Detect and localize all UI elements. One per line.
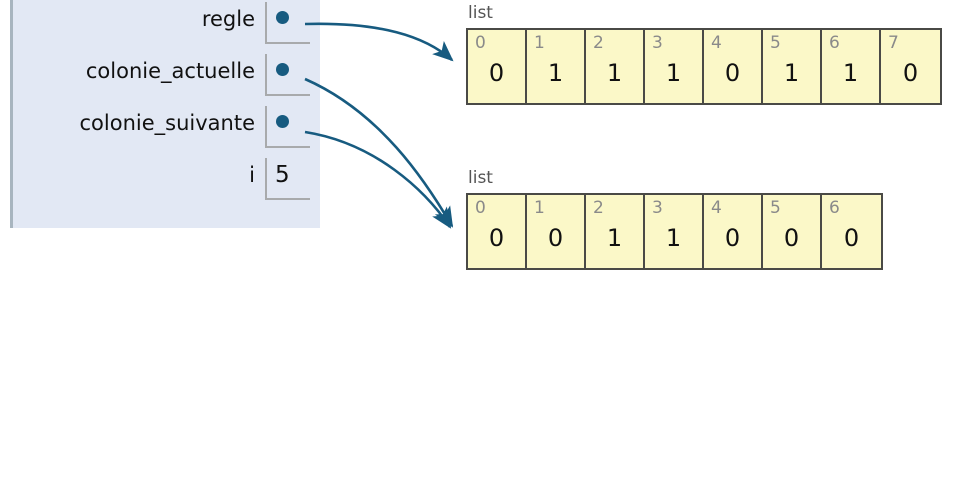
list-cell-value: 1: [547, 59, 564, 87]
variable-name-colonie-actuelle: colonie_actuelle: [85, 59, 255, 83]
list-cell-value: 0: [488, 59, 505, 87]
list-cell-index: 2: [593, 33, 604, 53]
list-cell-index: 6: [829, 33, 840, 53]
variable-row-colonie-suivante: colonie_suivante: [13, 106, 323, 156]
variable-row-colonie-actuelle: colonie_actuelle: [13, 54, 323, 104]
variable-value-box-colonie-suivante: [265, 106, 310, 148]
stack-frame: regle colonie_actuelle colonie_suivante …: [10, 0, 320, 228]
variable-value-i: 5: [275, 162, 290, 188]
list-cell-index: 4: [711, 33, 722, 53]
list-cell-value: 0: [488, 224, 505, 252]
list-cell-index: 0: [475, 198, 486, 218]
list-cell-value: 1: [783, 59, 800, 87]
variable-value-box-i: 5: [265, 158, 310, 200]
list-cell-index: 7: [888, 33, 899, 53]
list-cell-index: 5: [770, 33, 781, 53]
list-cell-value: 1: [665, 59, 682, 87]
list-cell-value: 0: [724, 59, 741, 87]
list-cell-value: 0: [783, 224, 800, 252]
list-cell-index: 1: [534, 198, 545, 218]
list-cell-value: 0: [843, 224, 860, 252]
list-cell-value: 1: [606, 59, 623, 87]
list-cell-index: 6: [829, 198, 840, 218]
pointer-arrow-colonie-suivante: [304, 130, 452, 229]
list-cell-index: 5: [770, 198, 781, 218]
list-cell-index: 0: [475, 33, 486, 53]
list-cell-value: 1: [606, 224, 623, 252]
pointer-arrow-colonie-actuelle: [304, 77, 454, 228]
list-cell-value: 0: [547, 224, 564, 252]
list-cell-index: 3: [652, 198, 663, 218]
list-cell-index: 1: [534, 33, 545, 53]
list-cell-value: 1: [665, 224, 682, 252]
variable-row-i: i 5: [13, 158, 323, 208]
pointer-dot-icon-colonie-suivante: [276, 115, 289, 128]
list-cell-index: 3: [652, 33, 663, 53]
variable-name-i: i: [249, 163, 255, 187]
list-cell-index: 2: [593, 198, 604, 218]
variable-value-box-regle: [265, 2, 310, 44]
pointer-dot-icon-colonie-actuelle: [276, 63, 289, 76]
variable-row-regle: regle: [13, 2, 323, 52]
variable-name-regle: regle: [201, 7, 255, 31]
list-type-label-1: list: [468, 168, 493, 188]
pointer-dot-icon-regle: [276, 11, 289, 24]
pointer-arrow-regle: [304, 22, 454, 62]
variable-name-colonie-suivante: colonie_suivante: [79, 111, 256, 135]
list-cell-value: 0: [724, 224, 741, 252]
list-cell-index: 4: [711, 198, 722, 218]
list-cell-value: 0: [902, 59, 919, 87]
variable-value-box-colonie-actuelle: [265, 54, 310, 96]
list-cell-value: 1: [842, 59, 859, 87]
list-type-label-0: list: [468, 3, 493, 23]
